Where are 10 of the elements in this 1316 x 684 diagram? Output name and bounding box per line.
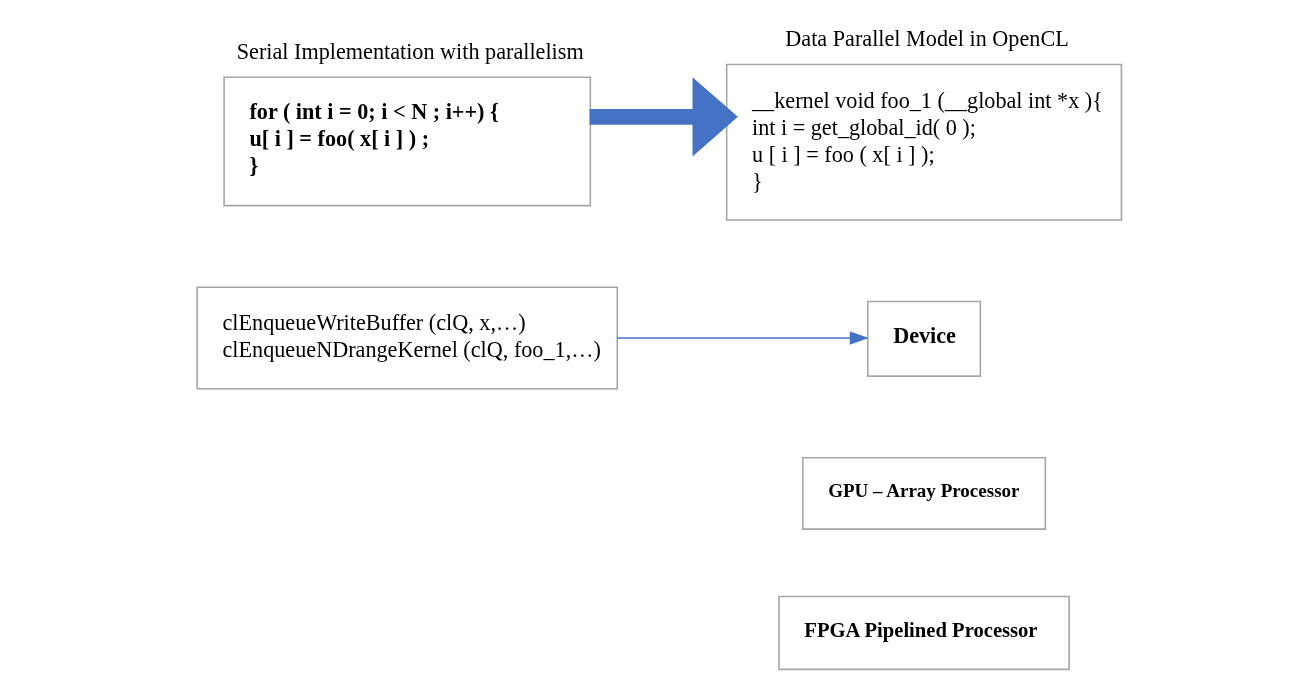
node-label: Serial Implementation with parallelism [236,38,584,64]
node-box: __kernel void foo_1 (__global int *x ){ int i = get_global_id( 0 ); u [ i ] = foo ( x[ i ] ); } [725,63,1122,221]
node-box: for ( int i = 0; i < N ; i++) { u[ i ] = foo( x[ i ] ) ; } [222,76,591,207]
node-label: Data Parallel Model in OpenCL [784,25,1069,51]
arrow [589,77,738,157]
node-box: GPU – Array Processor [801,456,1046,530]
node-box: Device [866,300,981,377]
arrow [615,331,869,345]
node-box: FPGA Pipelined Processor [777,595,1070,671]
node-box: clEnqueueWriteBuffer (clQ, x,…) clEnqueueNDrangeKernel (clQ, foo_1,…) [195,286,618,390]
